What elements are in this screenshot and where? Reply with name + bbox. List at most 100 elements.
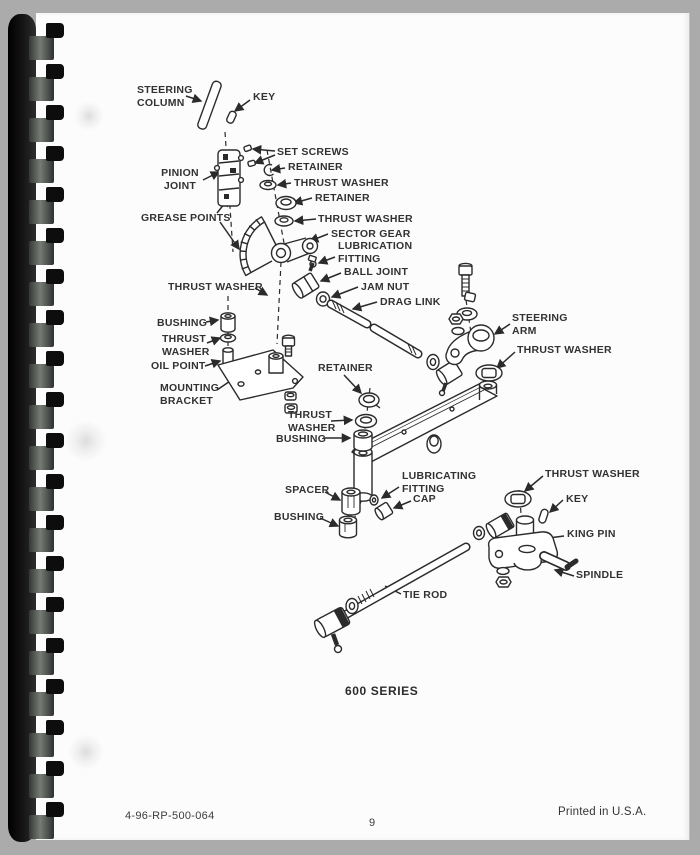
binding-tooth-tab: [46, 638, 64, 653]
thrust-washer-2-part: [274, 215, 294, 227]
key-part: [226, 110, 237, 124]
binding-tooth-loop: [29, 528, 54, 552]
binding-tooth-loop: [29, 159, 54, 183]
binding-tooth-tab: [46, 146, 64, 161]
footer-page-number: 9: [369, 817, 376, 829]
oil-point-part: [222, 347, 234, 367]
lubricating-fitting-part: [369, 494, 379, 506]
thrust-washer-4-part: [219, 333, 237, 343]
binding-tooth-tab: [46, 720, 64, 735]
label-spacer: SPACER: [285, 484, 330, 496]
binding-tooth-tab: [46, 597, 64, 612]
label-thrust-washer-3: THRUST WASHER: [168, 281, 263, 293]
thrust-washer-6-part: [475, 364, 503, 382]
label-tie-rod: TIE ROD: [403, 589, 448, 601]
binding-tooth-tab: [46, 310, 64, 325]
label-steering-column: STEERING COLUMN: [137, 84, 193, 110]
label-key-2: KEY: [566, 493, 589, 505]
thrust-washer-1-part: [259, 179, 277, 191]
binding-tooth-loop: [29, 610, 54, 634]
binding-tooth-loop: [29, 774, 54, 798]
binding-comb: [0, 0, 80, 855]
binding-tooth-tab: [46, 23, 64, 38]
bracket-nuts-part: [284, 391, 298, 414]
binding-tooth-loop: [29, 200, 54, 224]
binding-tooth-tab: [46, 269, 64, 284]
label-retainer-3: RETAINER: [318, 362, 373, 374]
binding-tooth-loop: [29, 692, 54, 716]
steering-column-part: [197, 80, 237, 130]
pinion-joint-part: [213, 149, 245, 207]
binding-tooth-loop: [29, 241, 54, 265]
binding-tooth-tab: [46, 679, 64, 694]
label-oil-point: OIL POINT: [151, 360, 206, 372]
jam-nut-part: [315, 291, 331, 307]
thrust-washer-5-part: [354, 413, 378, 429]
label-steering-arm: STEERING ARM: [512, 312, 568, 338]
cap-part: [374, 501, 394, 521]
binding-tooth-loop: [29, 118, 54, 142]
label-jam-nut: JAM NUT: [361, 281, 410, 293]
set-screws-part: [243, 144, 257, 168]
bushing-2-part: [353, 429, 373, 452]
label-grease-points: GREASE POINTS: [141, 212, 231, 224]
label-thrust-washer-5: THRUST WASHER: [288, 409, 336, 435]
footer-printed-note: Printed in U.S.A.: [558, 806, 647, 818]
binding-tooth-loop: [29, 651, 54, 675]
label-arrows: [185, 93, 575, 595]
label-thrust-washer-2: THRUST WASHER: [318, 213, 413, 225]
steering-arm-part: [445, 324, 495, 366]
label-lubricating-fitting: LUBRICATING FITTING: [402, 470, 477, 496]
binding-tooth-loop: [29, 36, 54, 60]
binding-tooth-loop: [29, 446, 54, 470]
drag-link-part: [326, 299, 463, 397]
label-cap: CAP: [413, 493, 436, 505]
ball-joint-part: [291, 272, 320, 299]
parts: [197, 80, 579, 654]
label-ball-joint: BALL JOINT: [344, 266, 409, 278]
label-mounting-bracket: MOUNTING BRACKET: [160, 382, 220, 408]
label-thrust-washer-4: THRUST WASHER: [162, 333, 210, 359]
retainer-3-part: [358, 392, 381, 409]
binding-tooth-tab: [46, 761, 64, 776]
footer-document-code: 4-96-RP-500-064: [125, 810, 215, 822]
binding-tooth-loop: [29, 364, 54, 388]
binding-tooth-tab: [46, 187, 64, 202]
retainer-1-part: [263, 163, 274, 177]
spindle-part: [487, 531, 579, 588]
thrust-washer-7-part: [504, 490, 532, 508]
bushing-1-part: [220, 312, 236, 333]
binding-tooth-tab: [46, 64, 64, 79]
scan-smudge: [74, 101, 104, 131]
tie-rod-ball-2-part: [485, 512, 515, 539]
label-bushing-3: BUSHING: [274, 511, 325, 523]
label-retainer-2: RETAINER: [315, 192, 370, 204]
binding-tooth-tab: [46, 433, 64, 448]
axle-beam-part: [351, 380, 498, 502]
binding-tooth-loop: [29, 282, 54, 306]
scan-smudge: [65, 420, 107, 462]
label-retainer-1: RETAINER: [288, 161, 343, 173]
binding-tooth-loop: [29, 323, 54, 347]
binding-tooth-loop: [29, 77, 54, 101]
binding-tooth-loop: [29, 405, 54, 429]
sector-gear-part: [239, 216, 319, 277]
binding-tooth-tab: [46, 228, 64, 243]
binding-tooth-loop: [29, 733, 54, 757]
bushing-3-part: [338, 515, 358, 539]
binding-tooth-tab: [46, 515, 64, 530]
binding-tooth-tab: [46, 802, 64, 817]
label-lubrication-fitting: LUBRICATION FITTING: [338, 240, 413, 266]
label-drag-link: DRAG LINK: [380, 296, 441, 308]
retainer-2-part: [275, 195, 297, 211]
binding-tooth-tab: [46, 392, 64, 407]
label-bushing-1: BUSHING: [157, 317, 208, 329]
label-thrust-washer-6: THRUST WASHER: [517, 344, 612, 356]
label-thrust-washer-7: THRUST WASHER: [545, 468, 640, 480]
steering-arm-bolt-part: [448, 262, 478, 336]
scan-smudge: [68, 734, 104, 770]
key-2-part: [538, 508, 549, 524]
spacer-part: [341, 487, 361, 516]
binding-tooth-tab: [46, 474, 64, 489]
